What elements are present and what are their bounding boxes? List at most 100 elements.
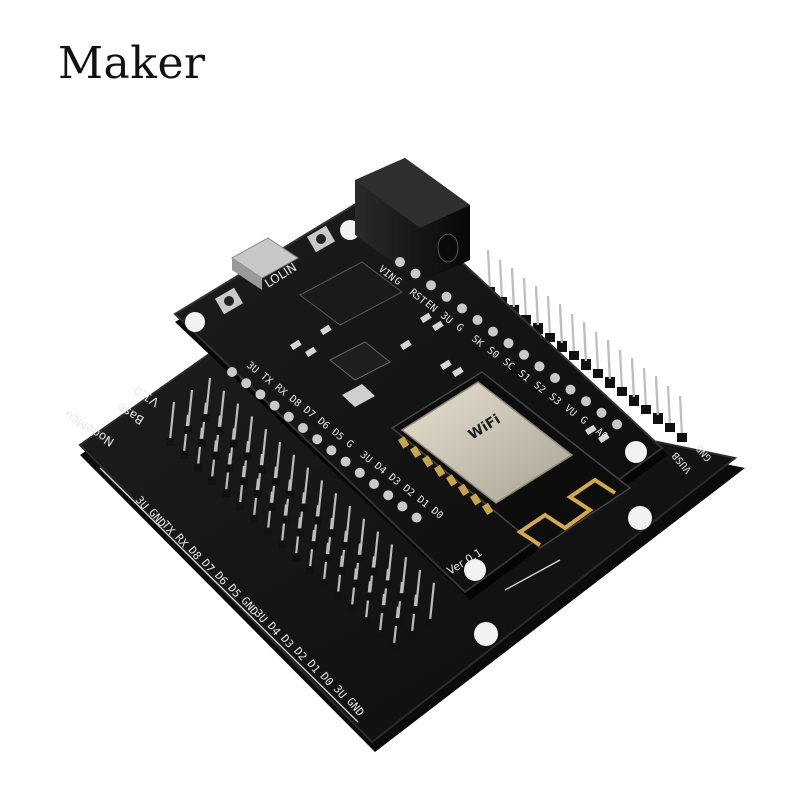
pin-hole [326,445,337,456]
header-plastic [320,578,328,587]
antenna-trace [516,477,617,547]
header-plastic [324,554,332,562]
header-plastic [426,618,434,627]
header-plastic [226,464,234,473]
header-plastic [286,490,294,499]
pin-hole [255,389,266,400]
header-plastic [328,529,336,538]
header-pin [570,313,576,355]
header-plastic [370,567,378,576]
voltage-regulator [329,341,391,407]
header-pin [246,416,254,455]
pin-hole [340,456,351,467]
gold-pad [470,493,482,506]
mounting-hole [185,312,205,332]
smd-part [290,339,302,351]
pin-hole [411,512,422,523]
header-plastic [338,566,346,575]
header-plastic [208,476,216,485]
brand-title: Maker [58,38,206,89]
flash-button [214,287,244,315]
header-plastic [310,541,318,550]
top-pin-label: G [392,275,404,287]
pin-hole [383,490,394,501]
gold-pad [422,455,434,468]
header-pin [260,429,268,468]
esp12-wifi-module [390,371,632,549]
header-pin [386,544,394,583]
header-plastic [629,397,639,406]
top-pin-label: G [454,322,466,334]
header-plastic [240,477,248,486]
header-pin [486,249,492,291]
header-plastic [581,361,591,370]
header-plastic [665,423,675,432]
smd-part [585,424,597,436]
pin-hole [227,367,237,377]
header-plastic [202,414,210,422]
header-plastic [292,553,300,562]
mounting-hole [464,559,486,581]
header-plastic [366,592,374,601]
smd-part [431,320,444,332]
header-plastic [194,463,202,472]
reset-button [306,225,336,253]
header-plastic [376,630,384,638]
pin-hole [426,280,436,291]
header-pin [678,395,684,437]
header-pin [232,403,240,442]
header-pin [168,401,176,441]
header-plastic [184,426,192,434]
header-plastic [222,489,230,498]
pin-hole [283,411,294,422]
header-pin [618,349,624,391]
header-plastic [272,478,280,486]
header-plastic [250,514,258,523]
header-plastic [198,438,206,447]
header-pin [414,569,422,609]
header-plastic [677,433,687,442]
pin-hole [581,396,591,407]
base-pin-header-block [166,377,436,651]
header-plastic [180,450,188,459]
header-pin [186,389,194,429]
header-pin [654,377,660,419]
header-pin [218,390,226,429]
header-pin [642,367,648,409]
header-pin [534,287,540,329]
smd-part [439,359,452,371]
header-plastic [352,579,360,588]
header-pin [302,467,310,506]
header-plastic [314,516,322,525]
header-plastic [296,528,304,537]
header-plastic [230,439,238,448]
header-plastic [236,502,244,510]
dc-barrel-jack [355,158,470,282]
pin-hole [534,361,545,372]
pin-hole [241,378,252,389]
header-plastic [390,642,398,651]
pin-hole [269,400,280,411]
header-plastic [278,540,286,549]
pin-hole [565,384,576,395]
pin-hole [312,434,323,445]
pin-hole [354,467,365,478]
header-pin [498,259,504,301]
header-plastic [244,452,252,461]
smd-part [320,324,332,336]
header-pin [288,454,296,493]
header-plastic [334,591,342,600]
pin-hole [488,326,498,337]
header-plastic [605,379,615,388]
header-plastic [408,630,416,639]
header-plastic [258,465,266,474]
header-pin [274,441,282,481]
top-board-pin-holes [227,257,622,523]
pin-hole [410,268,421,279]
header-pin [316,480,324,519]
header-plastic [617,387,627,396]
pin-hole [503,338,514,349]
pin-hole [596,407,607,418]
usb-serial-chip [299,261,403,326]
pin-hole [612,419,622,430]
